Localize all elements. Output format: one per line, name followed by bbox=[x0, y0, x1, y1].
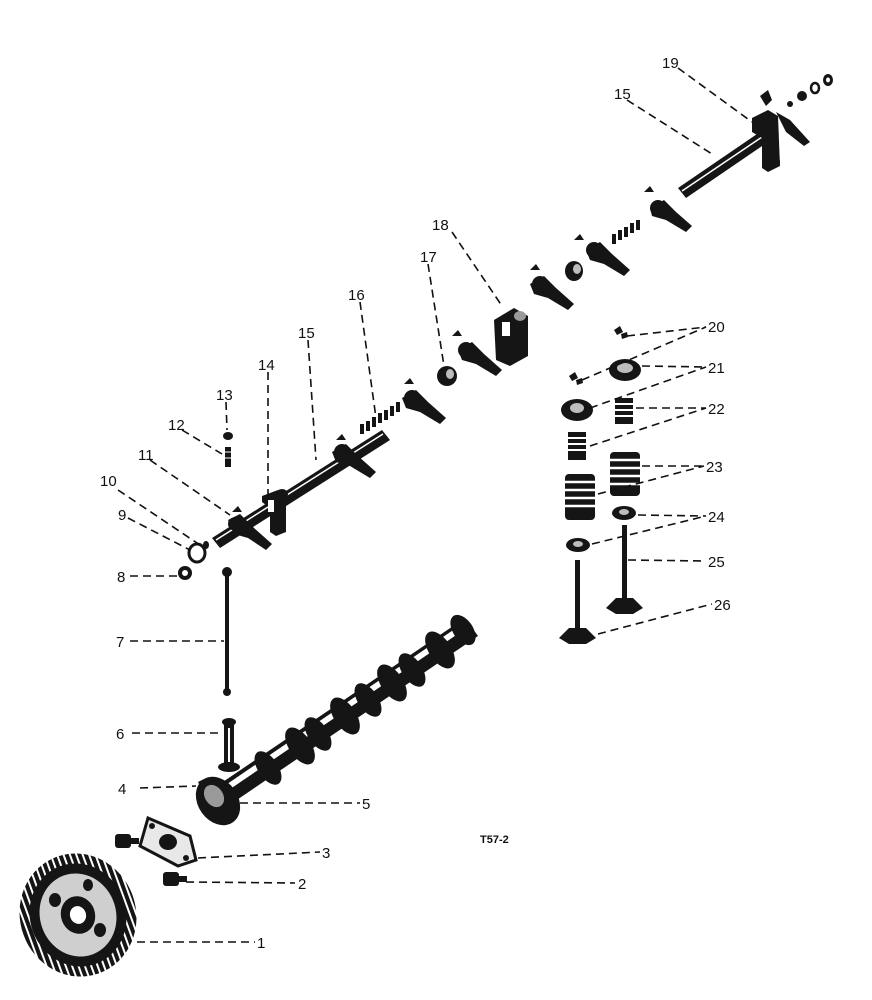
rocker-shaft-right bbox=[678, 132, 768, 198]
callout-16: 16 bbox=[348, 287, 365, 304]
adjusting-screw bbox=[225, 447, 231, 467]
callout-9: 9 bbox=[118, 507, 126, 524]
callout-18: 18 bbox=[432, 217, 449, 234]
callout-7: 7 bbox=[116, 634, 124, 651]
callout-24: 24 bbox=[708, 509, 725, 526]
washer bbox=[187, 542, 207, 564]
valve-collets bbox=[569, 326, 628, 385]
callout-13: 13 bbox=[216, 387, 233, 404]
tappet bbox=[218, 718, 240, 772]
rocker-arm-7 bbox=[644, 186, 692, 232]
callout-labels: 1 2 3 4 5 6 7 8 9 10 11 12 13 14 15 15 1… bbox=[100, 55, 731, 952]
callout-26: 26 bbox=[714, 597, 731, 614]
inner-spring bbox=[568, 398, 633, 460]
spring-cap bbox=[561, 359, 641, 421]
callout-23: 23 bbox=[706, 459, 723, 476]
callout-25: 25 bbox=[708, 554, 725, 571]
spacer-2 bbox=[565, 261, 583, 281]
outer-spring bbox=[565, 452, 640, 520]
callout-22: 22 bbox=[708, 401, 725, 418]
callout-6: 6 bbox=[116, 726, 124, 743]
callout-1: 1 bbox=[257, 935, 265, 952]
callout-8: 8 bbox=[117, 569, 125, 586]
rocker-arm-4 bbox=[452, 330, 502, 376]
valve bbox=[559, 525, 643, 644]
rocker-arm-3 bbox=[402, 378, 446, 424]
callout-21: 21 bbox=[708, 360, 725, 377]
push-rod bbox=[222, 567, 232, 696]
leader-lines bbox=[117, 67, 753, 943]
callout-20: 20 bbox=[708, 319, 725, 336]
figure-code: T57-2 bbox=[480, 834, 509, 846]
timing-gear bbox=[19, 853, 137, 977]
callout-5: 5 bbox=[362, 796, 370, 813]
callout-15-right: 15 bbox=[614, 86, 631, 103]
spring-pin bbox=[203, 541, 209, 549]
callout-19: 19 bbox=[662, 55, 679, 72]
callout-3: 3 bbox=[322, 845, 330, 862]
rocker-arm-5 bbox=[530, 264, 574, 310]
callout-14: 14 bbox=[258, 357, 275, 374]
end-washers bbox=[787, 74, 833, 107]
callout-11: 11 bbox=[138, 447, 154, 464]
rocker-spring bbox=[360, 402, 400, 434]
rocker-arm-2 bbox=[332, 434, 376, 478]
spring-seat-washer bbox=[566, 506, 636, 552]
end-bracket bbox=[752, 90, 810, 172]
thrust-plate bbox=[138, 815, 198, 868]
callout-4: 4 bbox=[118, 781, 126, 798]
callout-2: 2 bbox=[298, 876, 306, 893]
lock-nut bbox=[223, 432, 233, 440]
rocker-spring-2 bbox=[612, 220, 640, 244]
spacer bbox=[437, 366, 457, 386]
plug bbox=[178, 566, 192, 580]
callout-12: 12 bbox=[168, 417, 185, 434]
callout-17: 17 bbox=[420, 249, 437, 266]
center-bracket bbox=[494, 308, 528, 366]
camshaft bbox=[195, 614, 478, 826]
rocker-bracket bbox=[262, 489, 288, 536]
bolt bbox=[115, 834, 187, 886]
rocker-arm bbox=[228, 506, 272, 550]
callout-10: 10 bbox=[100, 473, 117, 490]
rocker-arm-6 bbox=[574, 234, 630, 276]
callout-15-left: 15 bbox=[298, 325, 315, 342]
